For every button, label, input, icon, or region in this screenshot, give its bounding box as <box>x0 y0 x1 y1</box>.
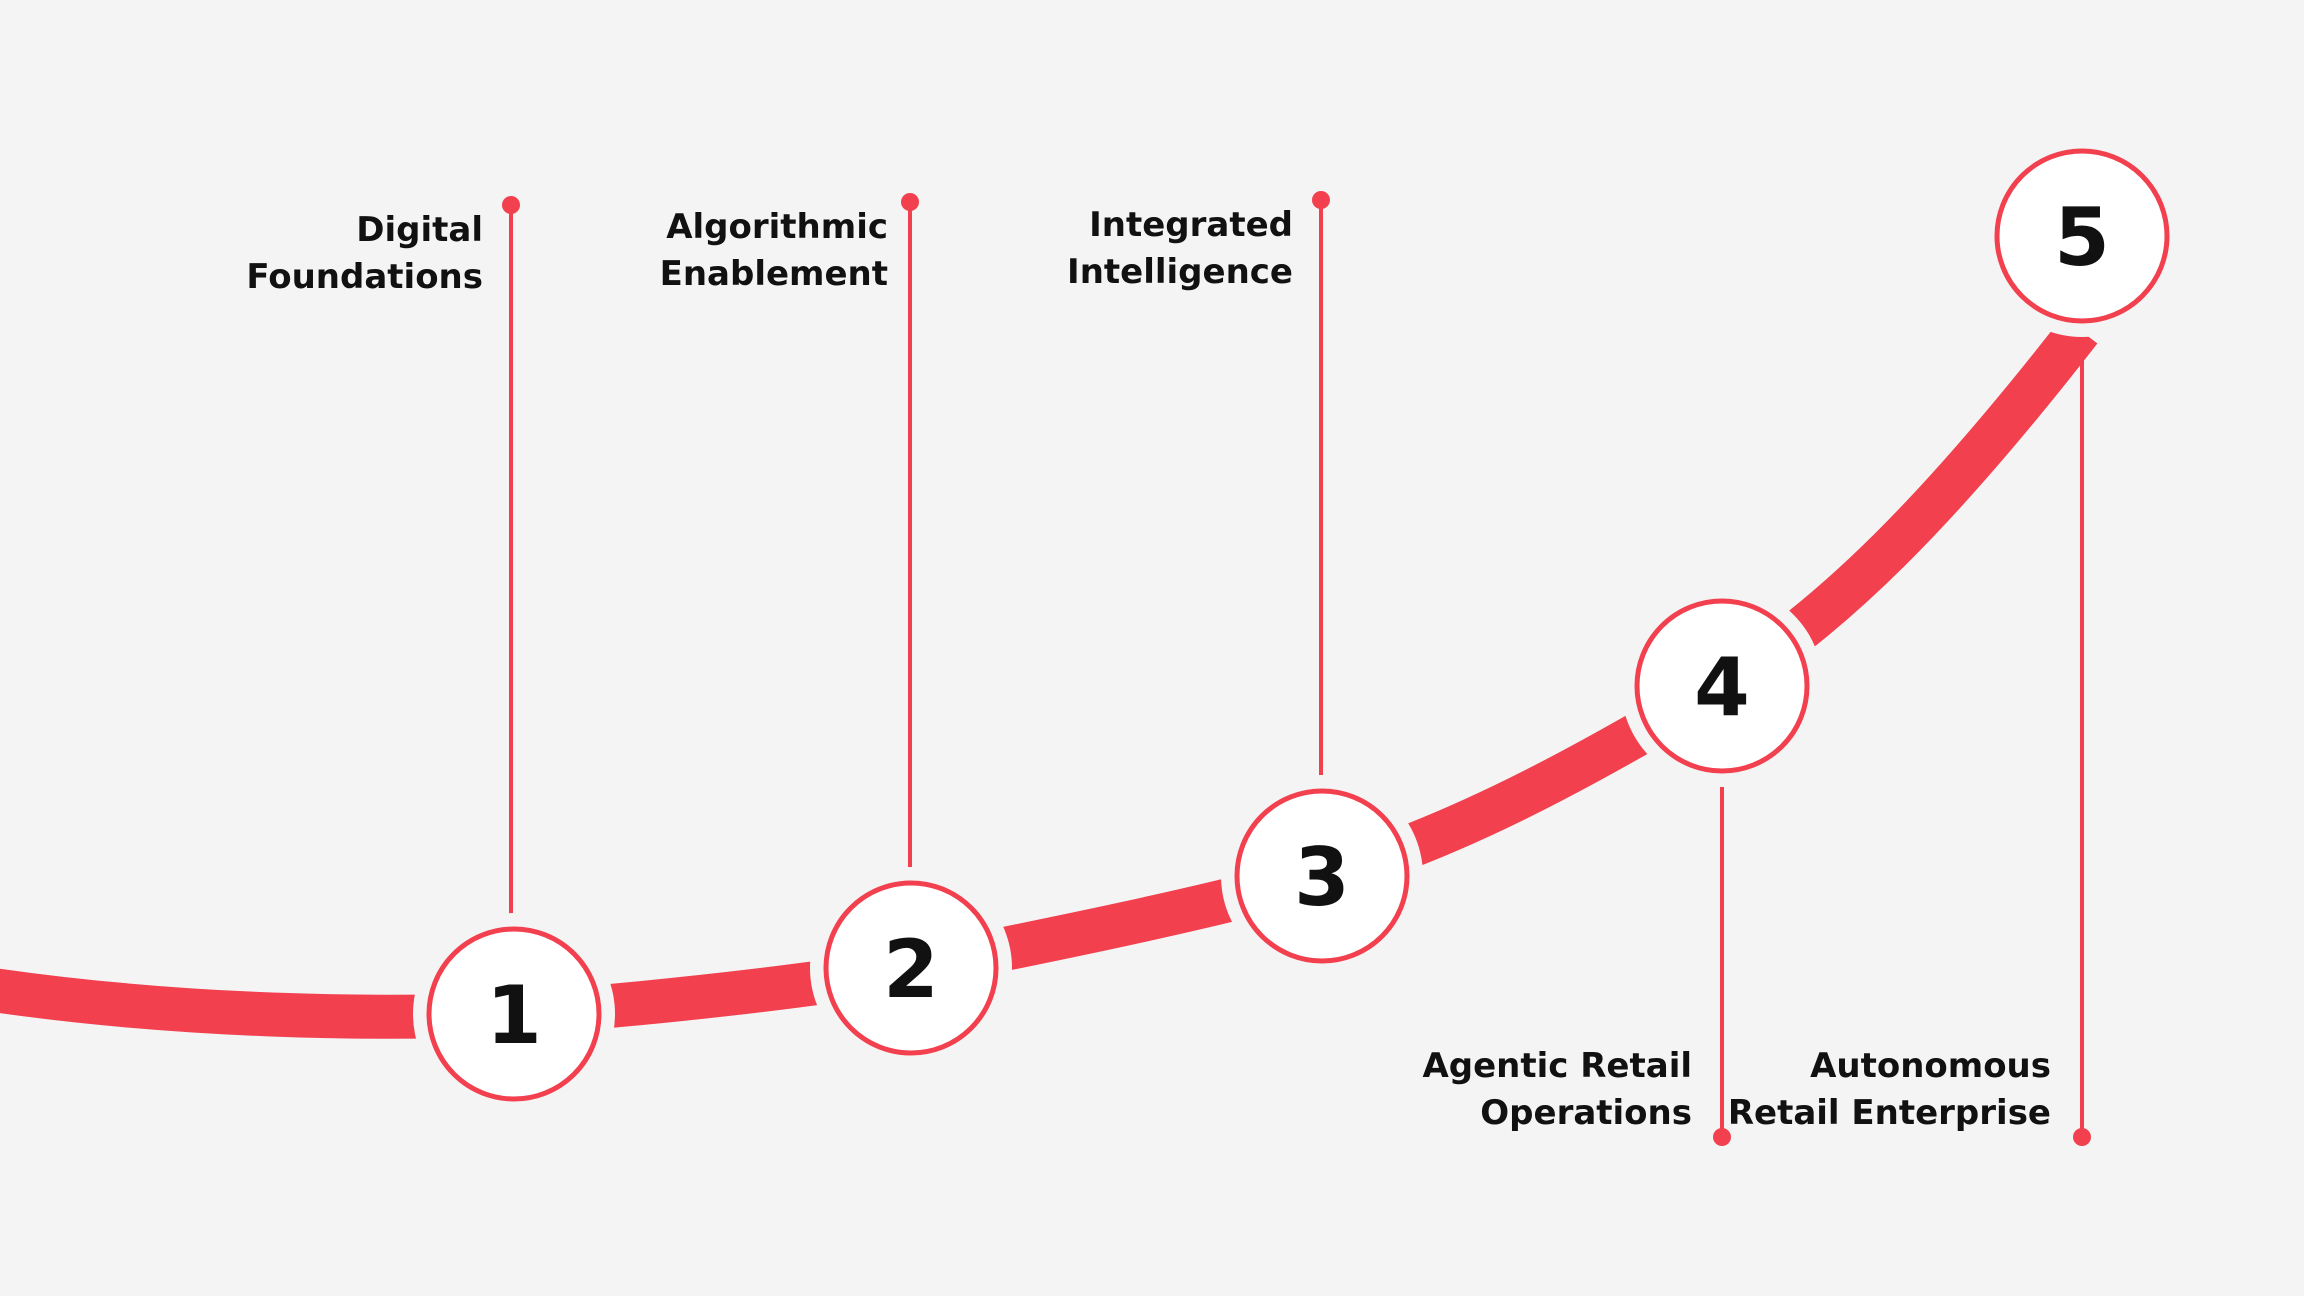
stage-label-4-line-2: Operations <box>1480 1093 1692 1133</box>
stage-label-4-line-1: Agentic Retail <box>1422 1046 1692 1086</box>
stage-label-3-line-1: Integrated <box>1089 205 1293 245</box>
connectors <box>502 191 2091 1146</box>
stage-label-1-line-2: Foundations <box>246 257 483 297</box>
stage-labels: Digital Foundations Algorithmic Enableme… <box>246 205 2051 1133</box>
stage-circle-ring-5 <box>1994 148 2170 324</box>
stage-circle-ring-2 <box>823 880 999 1056</box>
stage-number-1: 1 <box>486 969 542 1062</box>
connector-dot-4 <box>1713 1128 1731 1146</box>
stage-number-4: 4 <box>1694 641 1750 734</box>
stage-label-2-line-2: Enablement <box>660 254 888 294</box>
stage-5: 5 <box>1981 135 2183 337</box>
stage-label-5-line-1: Autonomous <box>1810 1046 2051 1086</box>
connector-dot-5 <box>2073 1128 2091 1146</box>
stage-1: 1 <box>413 913 615 1115</box>
stage-label-2-line-1: Algorithmic <box>666 207 888 247</box>
stage-label-5-line-2: Retail Enterprise <box>1728 1093 2051 1133</box>
stage-number-3: 3 <box>1294 831 1350 924</box>
connector-dot-3 <box>1312 191 1330 209</box>
connector-dot-2 <box>901 193 919 211</box>
connector-dot-1 <box>502 196 520 214</box>
stage-number-2: 2 <box>883 923 939 1016</box>
stage-3: 3 <box>1221 775 1423 977</box>
stage-circle-ring-3 <box>1234 788 1410 964</box>
stage-4: 4 <box>1621 585 1823 787</box>
stage-label-1-line-1: Digital <box>356 210 483 250</box>
stage-circle-ring-1 <box>426 926 602 1102</box>
stage-label-3-line-2: Intelligence <box>1067 252 1293 292</box>
stage-2: 2 <box>810 867 1012 1069</box>
stage-number-5: 5 <box>2054 191 2110 284</box>
stage-circle-ring-4 <box>1634 598 1810 774</box>
